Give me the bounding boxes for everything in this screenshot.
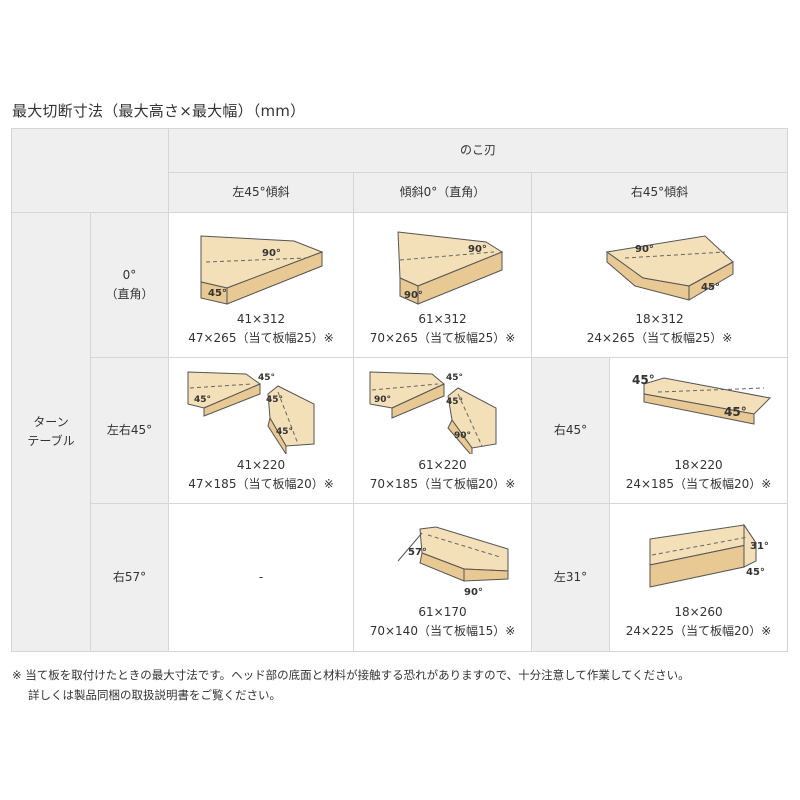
- dim-line2: 47×185（当て板幅20）※: [188, 476, 334, 491]
- cell-r45-right45: 45° 45° 18×220 24×185（当て板幅20）※: [608, 357, 789, 504]
- cell-0deg-left45: 90° 45° 41×312 47×265（当て板幅25）※: [168, 212, 354, 358]
- spec-table: のこ刃 左45°傾斜 傾斜0°（直角） 右45°傾斜 ターン テーブル 0° （…: [11, 128, 789, 652]
- dim-line1: 61×312: [418, 312, 467, 327]
- angle-label: 90°: [635, 244, 654, 255]
- dim-line1: 18×260: [674, 604, 723, 619]
- wood-diagram-0-right45: 90° 45°: [605, 235, 734, 302]
- angle-label: 90°: [454, 431, 471, 441]
- header-saw-blade: のこ刃: [167, 128, 789, 173]
- angle-label: 45°: [632, 373, 655, 387]
- angle-label: 45°: [746, 567, 765, 578]
- angle-label: 45°: [194, 395, 211, 405]
- angle-label: 31°: [750, 541, 769, 552]
- dim-line2: 47×265（当て板幅25）※: [188, 331, 334, 345]
- dim-line1: 61×170: [418, 604, 467, 619]
- angle-label: 90°: [468, 244, 487, 255]
- wood-diagram-0-tilt0: 90° 90°: [396, 231, 503, 306]
- cell-r57-tilt0: 57° 90° 61×170 70×140（当て板幅15）※: [353, 503, 532, 652]
- footnote-line1: ※ 当て板を取付けたときの最大寸法です。ヘッド部の底面と材料が接触する恐れがあり…: [12, 668, 690, 682]
- page-title: 最大切断寸法（最大高さ×最大幅）（mm）: [12, 102, 306, 120]
- angle-label: 45°: [724, 405, 747, 419]
- dim-line2: 24×265（当て板幅25）※: [586, 331, 733, 345]
- wood-diagram-r57-tilt0: 57° 90°: [397, 526, 508, 598]
- wood-diagram-lr45-tilt0: 45° 90° 45° 90°: [369, 371, 496, 454]
- angle-label: 90°: [374, 395, 391, 405]
- footnote: ※ 当て板を取付けたときの最大寸法です。ヘッド部の底面と材料が接触する恐れがあり…: [12, 665, 690, 705]
- wood-diagram-r45-right45: 45° 45°: [632, 373, 771, 425]
- cell-0deg-right45: 90° 45° 18×312 24×265（当て板幅25）※: [530, 212, 789, 358]
- row-header-turntable: ターン テーブル: [11, 212, 91, 652]
- dim-line2: 70×140（当て板幅15）※: [369, 623, 516, 638]
- cell-l31-right45: 31° 45° 18×260 24×225（当て板幅20）※: [608, 503, 789, 652]
- dim-line1: 41×312: [236, 312, 286, 327]
- dim-line1: 61×220: [418, 457, 467, 472]
- wood-diagram-0-left45: 90° 45°: [200, 235, 324, 306]
- angle-label: 45°: [446, 373, 463, 383]
- footnote-line2: 詳しくは製品同梱の取扱説明書をご覧ください。: [28, 688, 281, 702]
- dim-line2: 24×185（当て板幅20）※: [625, 476, 772, 491]
- row-header-r45: 右45°: [531, 357, 610, 504]
- angle-label: 45°: [266, 395, 283, 405]
- wood-diagram-l31-right45: 31° 45°: [649, 523, 769, 588]
- cell-r57-left45: -: [168, 503, 354, 652]
- angle-label: 45°: [208, 288, 227, 299]
- dim-line2: 70×265（当て板幅25）※: [369, 331, 516, 345]
- angle-label: 90°: [464, 587, 483, 598]
- angle-label: 57°: [408, 547, 427, 558]
- header-tilt-0: 傾斜0°（直角）: [353, 172, 532, 213]
- dim-line2: 24×225（当て板幅20）※: [625, 623, 772, 638]
- angle-label: 90°: [404, 290, 423, 301]
- row-header-r57: 右57°: [90, 503, 169, 652]
- row-header-l31: 左31°: [531, 503, 610, 652]
- corner-cell: [11, 128, 169, 213]
- dim-line1: 18×220: [674, 457, 723, 472]
- dim-line1: 41×220: [236, 457, 286, 472]
- header-tilt-left45: 左45°傾斜: [168, 172, 354, 213]
- cell-0deg-tilt0: 90° 90° 61×312 70×265（当て板幅25）※: [353, 212, 532, 358]
- cell-lr45-tilt0: 45° 90° 45° 90° 61×220 70×185（当て板幅20）※: [353, 357, 532, 504]
- cell-lr45-left45: 45° 45° 45° 45° 41×220 47×185（当て板幅20）※: [168, 357, 354, 504]
- angle-label: 45°: [446, 397, 463, 407]
- angle-label: 45°: [701, 282, 720, 293]
- angle-label: 45°: [258, 373, 275, 383]
- wood-diagram-lr45-left45: 45° 45° 45° 45°: [187, 371, 315, 454]
- dim-line2: 70×185（当て板幅20）※: [369, 476, 516, 491]
- row-header-0deg: 0° （直角）: [90, 212, 169, 358]
- row-header-lr45: 左右45°: [90, 357, 169, 504]
- angle-label: 45°: [276, 427, 293, 437]
- angle-label: 90°: [262, 248, 281, 259]
- header-tilt-right45: 右45°傾斜: [530, 172, 789, 213]
- dim-line1: 18×312: [635, 312, 684, 327]
